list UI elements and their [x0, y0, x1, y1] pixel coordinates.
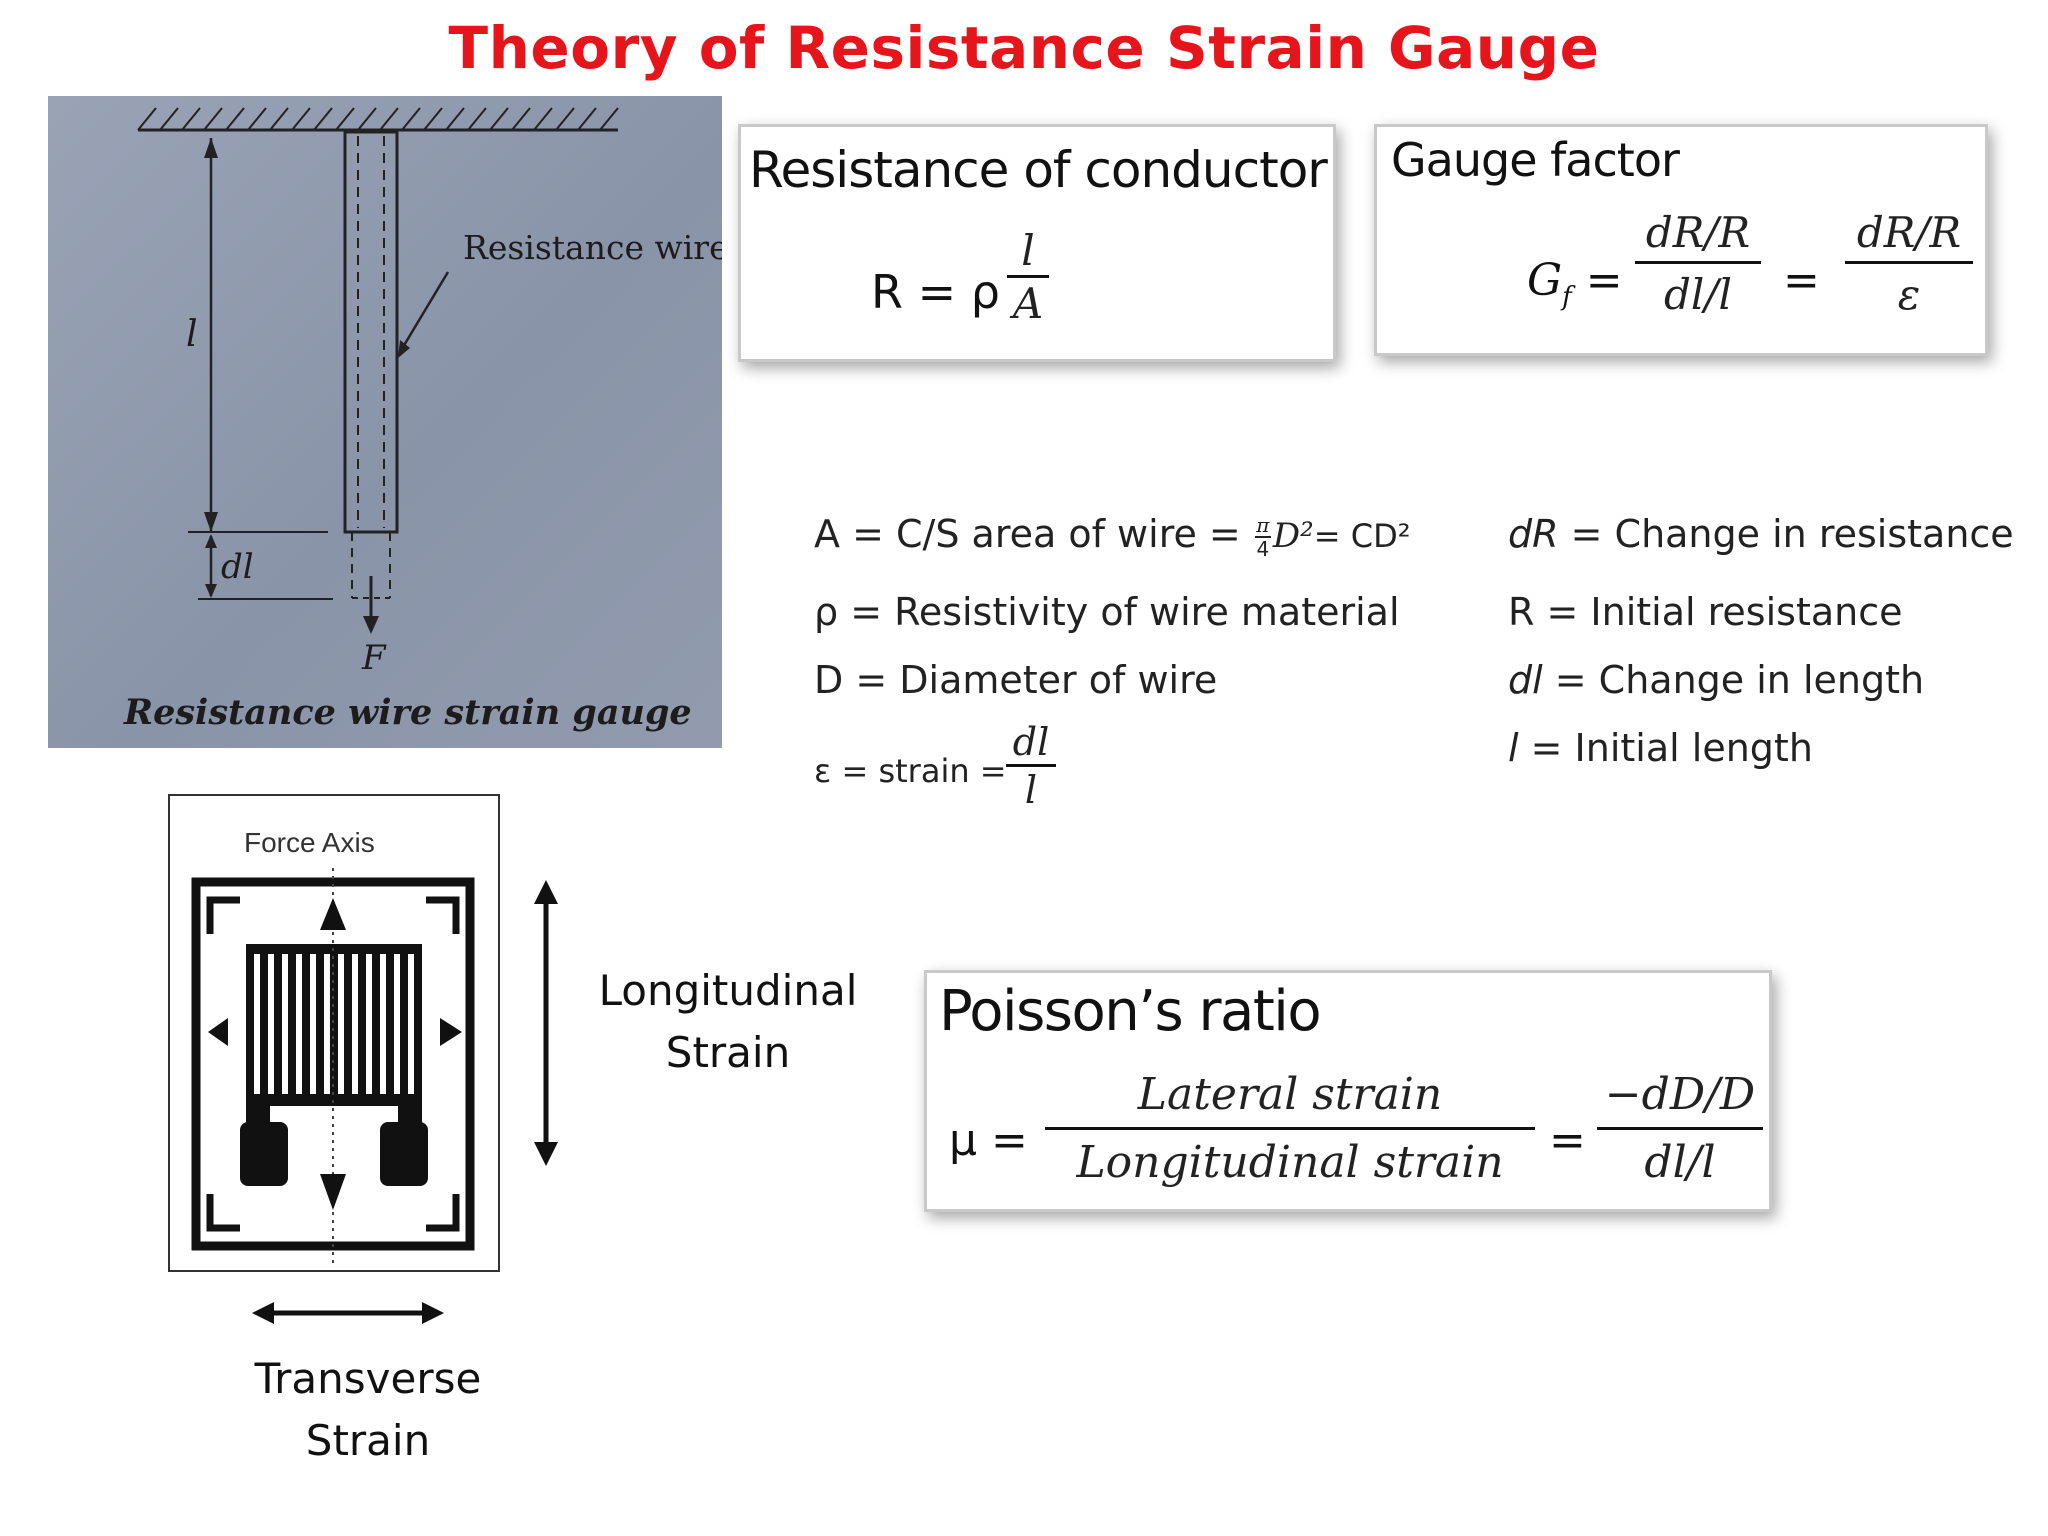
force-symbol: F — [361, 638, 387, 678]
gauge-factor-box: Gauge factor Gf = dR/R dl/l = dR/R ε — [1374, 124, 1988, 356]
wire-label: Resistance wire — [463, 228, 722, 267]
gauge-factor-symbol: G — [1527, 255, 1563, 306]
foil-gauge-svg: Force Axis — [191, 827, 475, 1266]
resistance-denominator: A — [1012, 279, 1044, 328]
longitudinal-label-line1: Longitudinal — [598, 966, 858, 1015]
arrow-down — [320, 1174, 346, 1210]
page-title: Theory of Resistance Strain Gauge — [448, 14, 1600, 82]
transverse-label-line1: Transverse — [254, 1354, 482, 1403]
poisson-fraction-2: −dD/D dl/l — [1597, 1063, 1763, 1196]
longitudinal-arrow — [534, 880, 558, 1166]
gauge-factor-lhs: Gf = — [1527, 255, 1623, 312]
arrow-left — [208, 1018, 228, 1046]
def-dl-symbol: dl — [1508, 658, 1543, 702]
poisson-fraction-1: Lateral strain Longitudinal strain — [1045, 1063, 1535, 1196]
poisson-frac1-den: Longitudinal strain — [1076, 1137, 1504, 1188]
poisson-ratio-box: Poisson’s ratio μ = Lateral strain Longi… — [924, 970, 1772, 1212]
def-area-d2: D² — [1272, 516, 1314, 556]
longitudinal-label-line2: Strain — [665, 1028, 791, 1077]
def-strain-den: l — [1024, 768, 1038, 812]
def-l-text: = Initial length — [1518, 726, 1813, 770]
poisson-equals: = — [1549, 1115, 1586, 1166]
def-strain-num: dl — [1012, 720, 1050, 764]
def-initial-resistance: R = Initial resistance — [1508, 590, 1903, 634]
poisson-frac2-num: −dD/D — [1604, 1069, 1756, 1120]
wire-outline — [343, 130, 399, 534]
gauge-factor-frac2-num: dR/R — [1856, 208, 1962, 257]
gauge-factor-frac2-den: ε — [1897, 270, 1921, 319]
gauge-tab-right — [380, 1122, 428, 1186]
def-resistivity: ρ = Resistivity of wire material — [814, 590, 1400, 634]
def-area: A = C/S area of wire = π 4 D²= CD² — [814, 512, 1411, 560]
def-dR-symbol: dR — [1508, 512, 1559, 556]
longitudinal-strain-label: Longitudinal Strain — [588, 960, 868, 1084]
gauge-factor-frac1-num: dR/R — [1645, 208, 1751, 257]
arrow-right — [440, 1018, 462, 1046]
diagram-caption: Resistance wire strain gauge — [123, 692, 692, 733]
def-diameter: D = Diameter of wire — [814, 658, 1218, 702]
def-dR-text: = Change in resistance — [1558, 512, 2014, 556]
delta-length-symbol: dl — [221, 547, 254, 587]
def-area-pi-fraction: π 4 — [1254, 512, 1271, 561]
foil-strain-gauge-drawing: Force Axis — [168, 794, 500, 1272]
def-strain: ε = strain = — [814, 752, 1007, 790]
transverse-arrow — [252, 1302, 444, 1324]
def-dl-text: = Change in length — [1542, 658, 1925, 702]
poisson-frac2-den: dl/l — [1644, 1137, 1716, 1188]
poisson-lhs: μ = — [949, 1115, 1028, 1166]
poisson-box-title: Poisson’s ratio — [939, 979, 1322, 1044]
gauge-factor-frac1-den: dl/l — [1664, 270, 1732, 319]
gauge-factor-fraction-2: dR/R ε — [1845, 205, 1973, 326]
gauge-tab-left — [240, 1122, 288, 1186]
length-symbol: l — [186, 314, 198, 355]
resistance-lhs: R = ρ — [871, 265, 1000, 319]
transverse-strain-label: Transverse Strain — [228, 1348, 508, 1472]
def-initial-length: l = Initial length — [1508, 726, 1813, 770]
ceiling-hatch — [137, 107, 619, 131]
def-change-length: dl = Change in length — [1508, 658, 1924, 702]
transverse-label-line2: Strain — [305, 1416, 431, 1465]
gauge-factor-fraction-1: dR/R dl/l — [1635, 205, 1761, 326]
def-change-resistance: dR = Change in resistance — [1508, 512, 2014, 556]
resistance-box-title: Resistance of conductor — [749, 141, 1328, 199]
resistance-wire-diagram: Resistance wire l dl F Resistance wire s… — [48, 96, 722, 748]
gauge-factor-equals-2: = — [1783, 255, 1820, 306]
arrow-up — [320, 898, 346, 930]
wire-diagram-drawing: Resistance wire l dl F Resistance wire s… — [123, 107, 722, 733]
def-area-text: A = C/S area of wire = — [814, 512, 1241, 556]
gauge-factor-title: Gauge factor — [1391, 133, 1680, 187]
def-strain-fraction: dl l — [1006, 720, 1056, 813]
gauge-factor-equals: = — [1585, 255, 1623, 306]
def-area-cd2: = CD² — [1313, 517, 1411, 555]
resistance-formula-box: Resistance of conductor R = ρ l A — [738, 124, 1336, 362]
def-area-four: 4 — [1256, 536, 1270, 561]
force-axis-label: Force Axis — [244, 827, 375, 858]
def-strain-text: ε = strain = — [814, 752, 1007, 790]
resistance-numerator: l — [1021, 226, 1035, 275]
def-l-symbol: l — [1508, 726, 1519, 770]
poisson-frac1-num: Lateral strain — [1137, 1069, 1443, 1120]
def-area-pi: π — [1256, 512, 1270, 537]
resistance-fraction: l A — [1007, 227, 1049, 330]
gauge-factor-subscript: f — [1562, 281, 1572, 312]
